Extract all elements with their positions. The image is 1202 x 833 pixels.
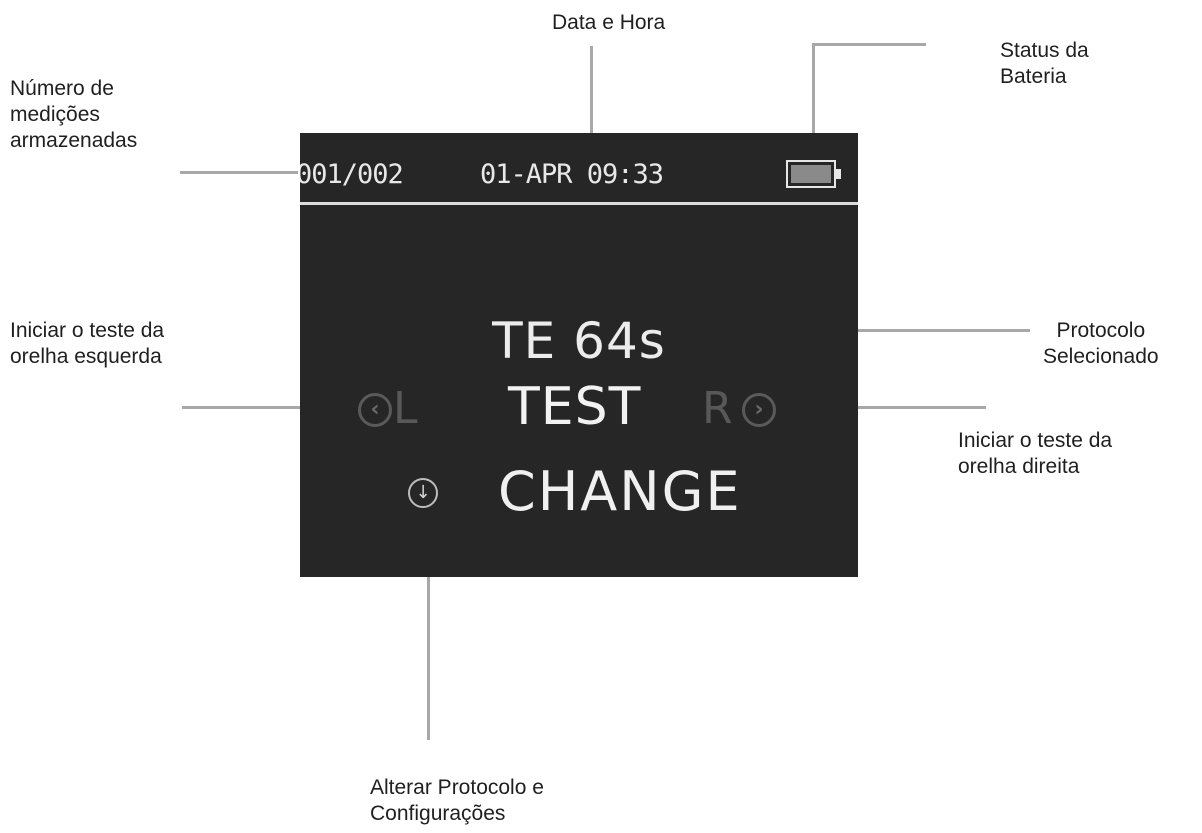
label-line: orelha esquerda (10, 345, 162, 368)
label-date-time: Data e Hora (552, 10, 665, 36)
leader-line-selected-protocol (690, 329, 1030, 332)
left-ear-letter[interactable]: L (393, 383, 418, 434)
measurement-count: 001/002 (300, 159, 404, 190)
test-row: ‹ L TEST R › (300, 377, 858, 447)
label-line: Status da (1000, 39, 1089, 62)
label-line: Data e Hora (552, 11, 666, 34)
status-bar: 001/002 01-APR 09:33 (300, 133, 858, 203)
label-line: orelha direita (958, 455, 1080, 478)
leader-line-change-protocol (427, 530, 430, 740)
battery-icon (786, 160, 842, 190)
status-divider (300, 202, 858, 205)
label-start-right-ear: Iniciar o teste da orelha direita (958, 428, 1112, 480)
label-line: Bateria (1000, 65, 1067, 88)
test-label: TEST (508, 377, 642, 437)
label-battery-status: Status da Bateria (1000, 38, 1089, 90)
arrow-down-circle-icon[interactable]: ↓ (408, 478, 438, 508)
leader-line-stored-measurements (180, 171, 298, 174)
leader-line-battery-vertical (812, 43, 815, 139)
leader-line-date-time (590, 46, 593, 138)
leader-line-start-right-ear (814, 406, 986, 409)
battery-tip (836, 169, 841, 179)
device-screen: 001/002 01-APR 09:33 TE 64s ‹ L TEST R ›… (300, 133, 858, 577)
date-time-display: 01-APR 09:33 (480, 159, 664, 190)
label-line: Iniciar o teste da (10, 319, 165, 342)
right-ear-letter[interactable]: R (702, 383, 733, 434)
battery-fill (791, 165, 831, 183)
label-line: medições (10, 103, 100, 126)
chevron-right-icon[interactable]: › (742, 393, 776, 427)
leader-line-battery-horizontal (812, 43, 926, 46)
selected-protocol: TE 64s (492, 312, 666, 370)
label-start-left-ear: Iniciar o teste da orelha esquerda (10, 318, 164, 370)
label-line: Configurações (370, 802, 506, 825)
label-change-protocol: Alterar Protocolo e Configurações (370, 775, 544, 827)
leader-line-start-left-ear (182, 406, 352, 409)
label-selected-protocol: Protocolo Selecionado (1043, 318, 1159, 370)
change-label[interactable]: CHANGE (498, 460, 742, 523)
label-stored-measurements: Número de medições armazenadas (10, 76, 137, 154)
chevron-left-icon[interactable]: ‹ (358, 393, 392, 427)
label-line: Selecionado (1043, 345, 1159, 368)
label-line: Iniciar o teste da (958, 429, 1113, 452)
label-line: Protocolo (1056, 319, 1146, 342)
label-line: armazenadas (10, 129, 138, 152)
label-line: Número de (10, 77, 114, 100)
change-row[interactable]: ↓ CHANGE (300, 458, 858, 528)
label-line: Alterar Protocolo e (370, 776, 544, 799)
